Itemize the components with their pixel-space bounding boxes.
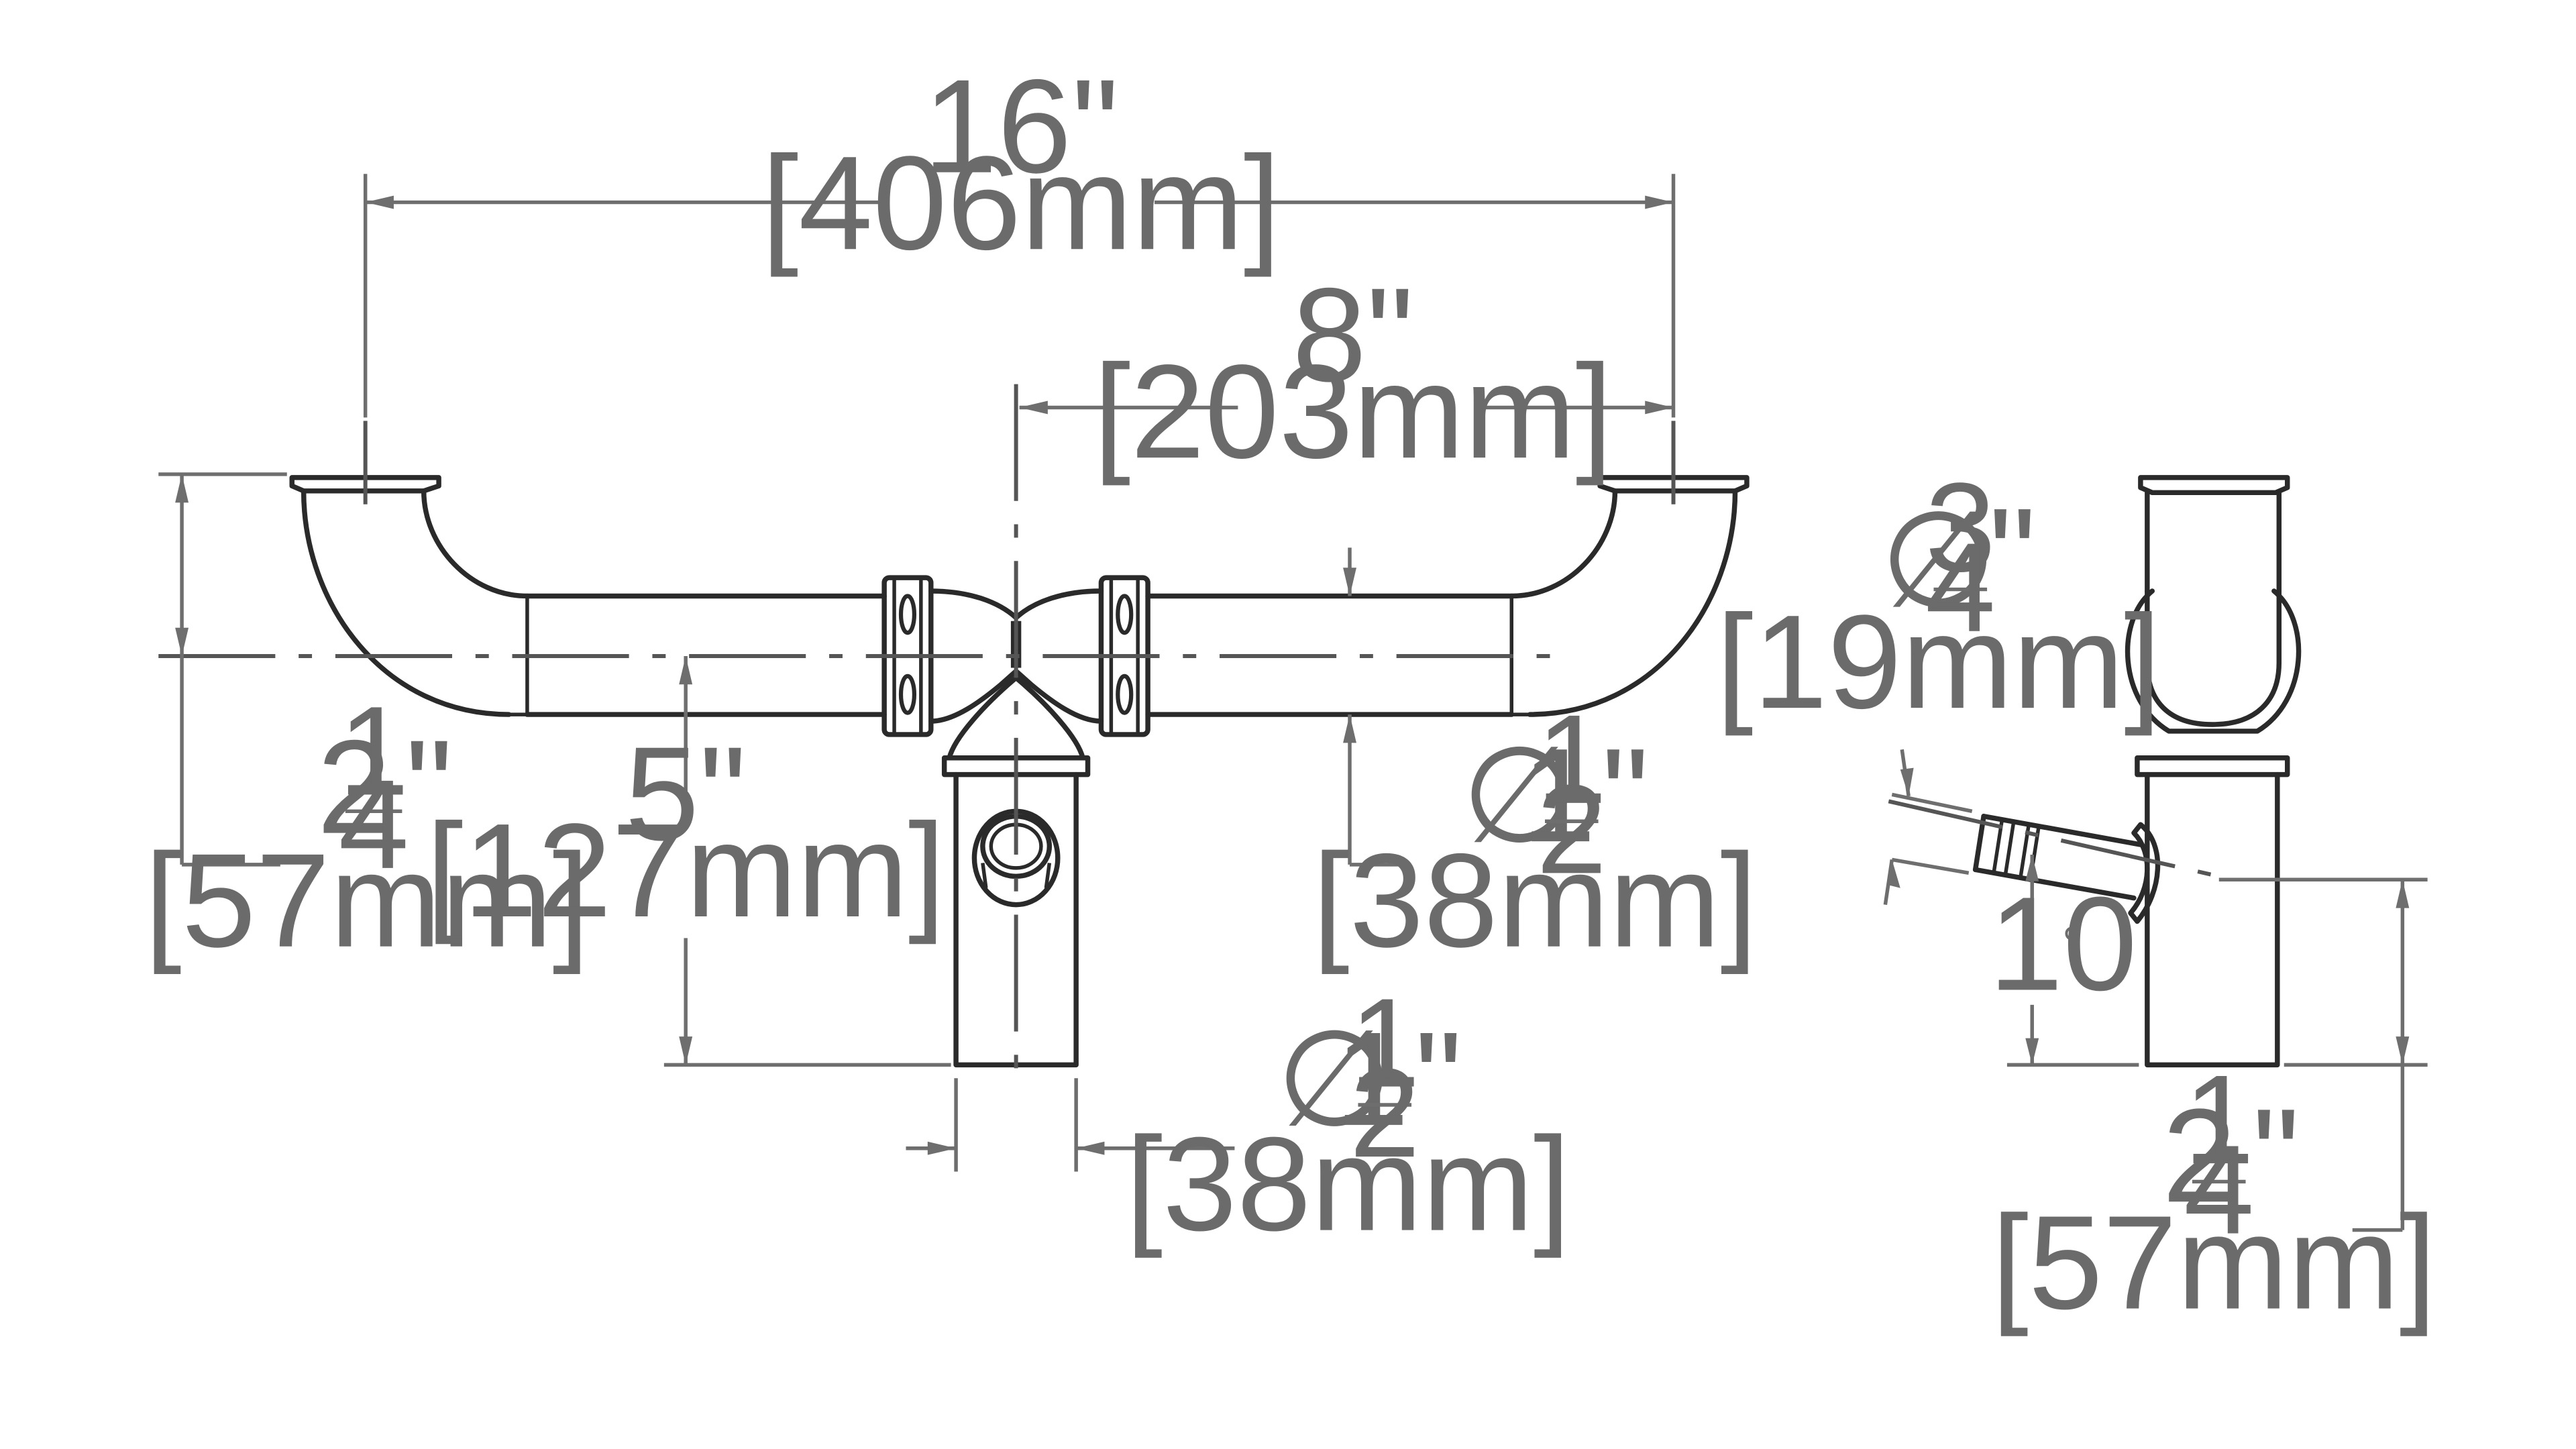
dim-inlet-drop: 2 1 4 " [57mm] bbox=[144, 472, 590, 975]
right-pipe bbox=[1145, 593, 1514, 717]
tailpiece-collar bbox=[941, 755, 1091, 777]
outlet-depth-imperial: 5" bbox=[625, 720, 747, 869]
overall-width-metric: [406mm] bbox=[761, 129, 1281, 278]
side-view-slip-nut bbox=[2125, 588, 2302, 734]
left-pipe bbox=[525, 593, 887, 717]
inlet-drop-denominator: 4 bbox=[339, 754, 409, 896]
side-inlet-angle-unit: ° bbox=[2062, 916, 2082, 972]
pipe-diameter-metric: [38mm] bbox=[1312, 826, 1757, 975]
tail-diameter-unit: " bbox=[1415, 1005, 1462, 1154]
inlet-drop-whole: 2 bbox=[317, 713, 392, 862]
side-inlet-height-unit: " bbox=[2253, 1081, 2300, 1230]
left-slip-nut bbox=[881, 575, 934, 737]
tail-diameter-metric: [38mm] bbox=[1126, 1110, 1570, 1259]
pipe-diameter-symbol: ∅ bbox=[1462, 721, 1578, 870]
center-to-outlet-imperial: 8" bbox=[1292, 261, 1413, 410]
dim-side-inlet-height: 2 1 4 " [57mm] bbox=[1992, 877, 2436, 1337]
tail-diameter-whole: 1 bbox=[1335, 1005, 1409, 1154]
inlet-drop-numerator: 1 bbox=[339, 680, 409, 822]
side-inlet-diameter-symbol: ∅ bbox=[1880, 486, 1996, 635]
side-view-flange bbox=[2138, 475, 2290, 496]
side-inlet-diameter-unit: " bbox=[1989, 481, 2037, 630]
side-inlet-height-denominator: 4 bbox=[2184, 1120, 2254, 1261]
inlet-drop-unit: " bbox=[405, 713, 453, 862]
overall-width-imperial: 16" bbox=[923, 52, 1119, 201]
side-view-tailpiece bbox=[2145, 771, 2280, 1068]
side-inlet-height-whole: 2 bbox=[2162, 1081, 2237, 1230]
side-inlet-height-metric: [57mm] bbox=[1992, 1188, 2436, 1337]
pipe-diameter-unit: " bbox=[1602, 721, 1650, 870]
side-inlet-tap bbox=[971, 808, 1061, 908]
dim-tail-diameter: ∅ 1 1 2 " [38mm] bbox=[906, 973, 1570, 1259]
tail-diameter-numerator: 1 bbox=[1350, 973, 1420, 1114]
dim-side-inlet-angle: 10 ° bbox=[1989, 854, 2139, 1067]
pipe-diameter-whole: 1 bbox=[1521, 721, 1596, 870]
front-view-centerlines bbox=[158, 384, 1676, 1092]
dim-outlet-depth: 5" [127mm] bbox=[426, 656, 951, 1067]
dim-center-to-outlet: 8" [203mm] bbox=[1019, 261, 1674, 486]
pipe-diameter-denominator: 2 bbox=[1536, 759, 1607, 900]
side-inlet-diameter-metric: [19mm] bbox=[1716, 588, 2161, 737]
tail-diameter-symbol: ∅ bbox=[1277, 1005, 1393, 1154]
dim-pipe-diameter: ∅ 1 1 2 " [38mm] bbox=[1312, 547, 1758, 975]
side-view bbox=[1888, 475, 2302, 1068]
tail-diameter-denominator: 2 bbox=[1350, 1042, 1420, 1184]
side-inlet-angle-value: 10 bbox=[1989, 869, 2137, 1018]
pipe-diameter-numerator: 1 bbox=[1536, 689, 1607, 830]
side-view-angled-inlet bbox=[1972, 814, 2161, 924]
side-inlet-diameter-numerator: 3 bbox=[1925, 457, 1996, 598]
right-elbow bbox=[1509, 488, 1738, 717]
side-inlet-height-numerator: 1 bbox=[2184, 1049, 2254, 1191]
dim-side-inlet-diameter: ∅ 3 4 " [19mm] bbox=[1716, 457, 2161, 906]
front-view-pipe-assembly bbox=[289, 475, 1750, 1068]
outlet-depth-metric: [127mm] bbox=[426, 796, 945, 945]
left-elbow bbox=[301, 488, 530, 717]
center-to-outlet-metric: [203mm] bbox=[1093, 337, 1613, 486]
side-inlet-diameter-denominator: 4 bbox=[1925, 517, 1996, 659]
dim-overall-width: 16" [406mm] bbox=[363, 52, 1676, 418]
inlet-drop-metric: [57mm] bbox=[144, 826, 589, 975]
